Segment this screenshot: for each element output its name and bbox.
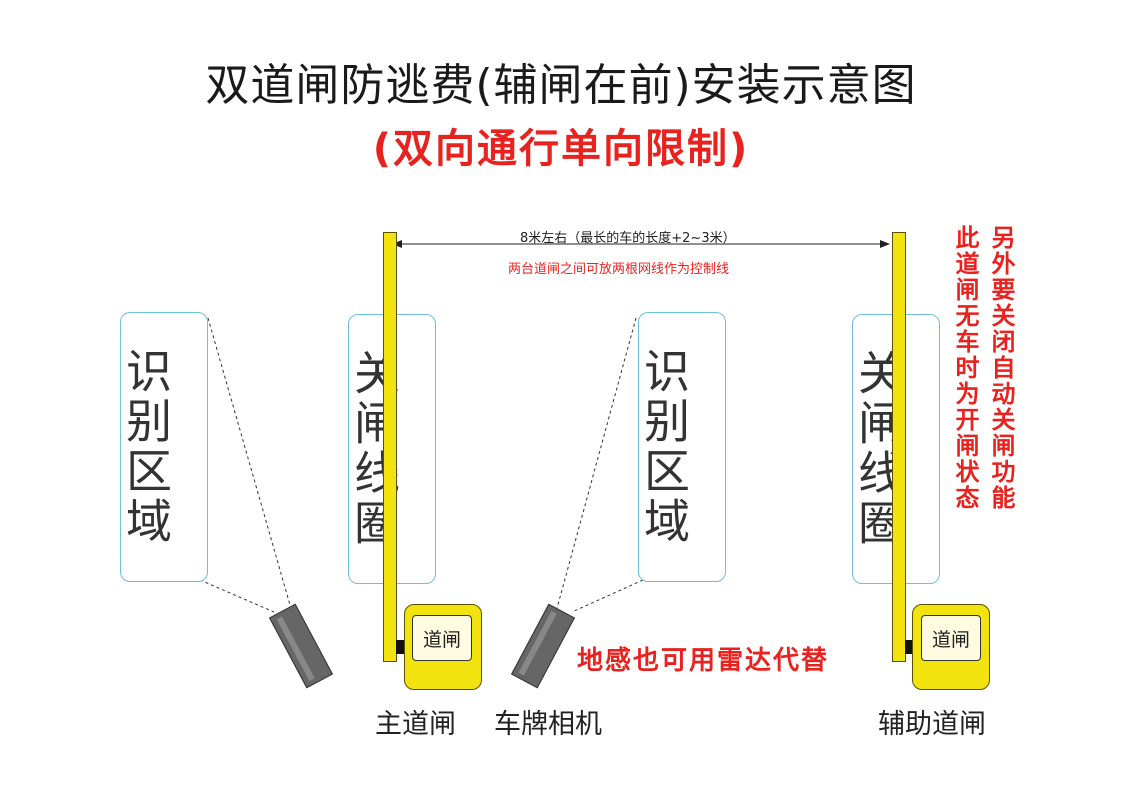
dimension-label: 8米左右（最长的车的长度+2~3米） [520,231,736,246]
main-gate-cabinet-label: 道闸 [412,615,472,661]
recognition-zone-right: 识别区域 [637,312,726,582]
main-gate-hinge [396,640,406,654]
dimension-note: 两台道闸之间可放两根网线作为控制线 [508,262,730,277]
aux-gate-boom [892,232,906,662]
aux-gate-cabinet-label: 道闸 [921,615,981,661]
radar-note: 地感也可用雷达代替 [577,646,830,676]
main-gate-boom [383,232,397,662]
page-title: 双道闸防逃费(辅闸在前)安装示意图 [205,60,917,111]
main-gate-caption: 主道闸 [375,709,456,740]
dimension-arrow [392,240,890,248]
recognition-zone-left-label: 识别区域 [119,347,173,547]
aux-gate-hinge [905,640,915,654]
side-note-1: 此道闸无车时为开闸状态 [951,225,979,511]
aux-gate-caption: 辅助道闸 [878,709,986,740]
page-subtitle: (双向通行单向限制) [372,126,750,172]
side-note-2: 另外要关闭自动关闸功能 [987,225,1015,511]
main-gate-cabinet: 道闸 [404,604,482,690]
aux-gate-cabinet: 道闸 [912,604,990,690]
recognition-zone-left: 识别区域 [119,312,208,582]
recognition-zone-right-label: 识别区域 [637,347,691,547]
camera-caption: 车牌相机 [494,709,602,740]
